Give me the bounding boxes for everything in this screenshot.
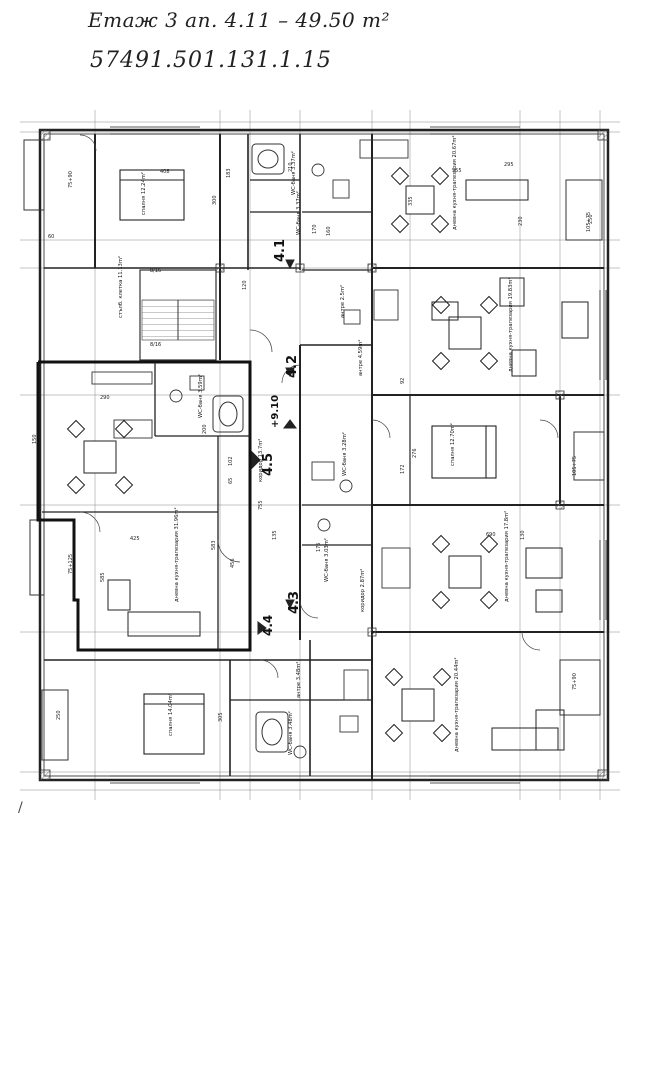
dim-135: 135 [272, 530, 278, 540]
dim-583: 583 [211, 540, 217, 550]
room-label-antre-bottom: антре 3.48m² [296, 662, 302, 698]
room-label-lobby: антре 2.5m² [340, 285, 346, 318]
room-label-wc-bottom: WC-баня 3.48m² [288, 711, 294, 755]
dim-210: 210 [288, 162, 294, 172]
header-cadastral-id: 57491.501.131.1.15 [90, 48, 332, 73]
dim-230: 230 [518, 216, 524, 226]
dim-290: 290 [100, 395, 110, 401]
dim-300: 300 [212, 195, 218, 205]
room-label-wc-top: WC-баня 3.37m² [291, 151, 297, 195]
apartment-mark-4-3: 4.3 [287, 591, 302, 614]
dim-75-125: 75+125 [68, 554, 74, 574]
apartment-mark-4-1: 4.1 [273, 239, 288, 262]
room-label-living-top-right: дневна кухня-трапезария 20.67m² [452, 135, 458, 230]
room-label-living-r2: дневна кухня-трапезария 19.83m² [508, 277, 514, 372]
stair-mark-a: 8/16 [150, 268, 161, 274]
dim-250: 250 [588, 214, 594, 224]
sofas [107, 179, 589, 751]
level-mark: +9.10 [270, 395, 281, 428]
dim-408: 408 [160, 169, 170, 175]
wall-columns [39, 129, 609, 781]
dim-755: 755 [258, 500, 264, 510]
beds [119, 169, 497, 755]
room-label-living-bottom: дневна кухня-трапезария 20.44m² [454, 657, 460, 752]
dim-105-75-top: 105+75 [586, 212, 592, 232]
room-label-bedroom-mid: спалня 12.70m² [450, 423, 456, 466]
room-label-corridor: коридор 13.7m² [258, 439, 264, 482]
dim-105-75-mid: 105+75 [572, 456, 578, 476]
apartment-mark-4-5: 4.5 [261, 453, 276, 476]
room-label-bedroom-bottom: спалня 14.04m² [168, 693, 174, 736]
highlighted-apartment [36, 360, 252, 652]
dim-250-left: 250 [56, 710, 62, 720]
dim-585: 585 [100, 572, 106, 582]
room-label-living-main: дневна кухня-трапезария 31.96m² [174, 507, 180, 602]
kitchen-counters [91, 139, 411, 701]
dim-690: 690 [486, 532, 496, 538]
dim-150: 150 [32, 434, 38, 444]
dim-160: 160 [326, 226, 332, 236]
dim-555: 555 [452, 168, 462, 174]
dim-120: 120 [242, 280, 248, 290]
bathtubs [212, 143, 289, 753]
dim-65: 65 [228, 478, 234, 484]
dim-295: 295 [504, 162, 514, 168]
room-label-wc-main: WC-баня 3.59m² [198, 374, 204, 418]
staircase [139, 269, 217, 361]
pencil-tick-mark: / [18, 800, 23, 816]
windows [110, 126, 607, 784]
dim-183: 183 [226, 168, 232, 178]
dining-tables [66, 166, 499, 743]
dim-92: 92 [400, 378, 406, 384]
room-label-wc-top2: WC-баня 3.37m² [296, 191, 302, 235]
apartment-mark-4-2: 4.2 [285, 355, 300, 378]
dim-102: 102 [228, 456, 234, 466]
apartment-internal-walls [42, 362, 250, 650]
dim-170: 170 [312, 224, 318, 234]
room-label-living-r4: дневна кухня-трапезария 17.8m² [504, 511, 510, 602]
room-label-bedroom-top-left: спалня 12.24m² [141, 172, 147, 215]
dim-175: 175 [316, 542, 322, 552]
dim-130: 130 [520, 530, 526, 540]
dim-75-90-bot: 75+90 [572, 673, 578, 690]
room-label-wc-mid: WC-баня 3.28m² [342, 432, 348, 476]
dim-425: 425 [130, 536, 140, 542]
toilets-sinks [169, 163, 361, 759]
walls [38, 128, 610, 782]
header-apartment-line: Етаж 3 ап. 4.11 – 49.50 m² [88, 8, 391, 32]
dim-60: 60 [48, 234, 54, 240]
dim-75-90-top: 75+90 [68, 171, 74, 188]
direction-arrows [251, 259, 297, 635]
dim-335: 335 [408, 196, 414, 206]
dim-456: 456 [230, 558, 236, 568]
stair-mark-b: 8/16 [150, 342, 161, 348]
dim-172: 172 [400, 464, 406, 474]
dim-305: 305 [218, 712, 224, 722]
room-label-antre: антре 4.59m² [358, 340, 364, 376]
dim-276: 276 [412, 448, 418, 458]
apartment-mark-4-4: 4.4 [261, 615, 275, 636]
room-label-stair: стълб. клетка 11.13m² [118, 256, 124, 318]
dim-200: 200 [202, 424, 208, 434]
room-label-corridor2: коридор 2.87m² [360, 569, 366, 612]
room-label-wc-low: WC-баня 3.03m² [324, 538, 330, 582]
